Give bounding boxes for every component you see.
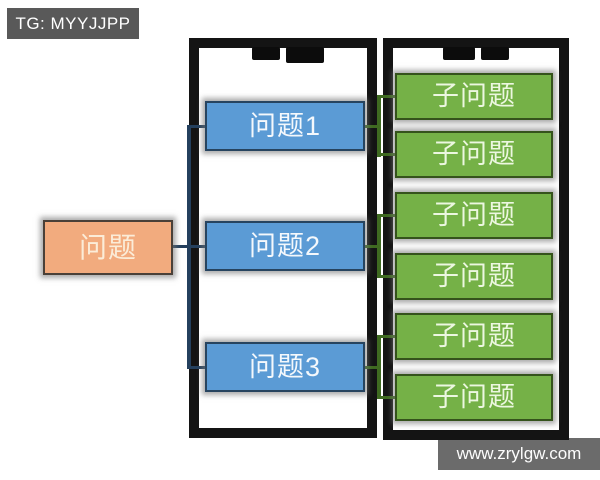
subproblem-label-5: 子问题: [432, 321, 516, 351]
redacted-title-blob: [286, 47, 324, 63]
tg-badge: TG: MYYJJPP: [7, 8, 139, 39]
connector-problem3-to-sub6: [379, 396, 397, 399]
subproblem-box-6: 子问题: [395, 374, 553, 421]
subproblem-box-2: 子问题: [395, 131, 553, 178]
connector-problem2-stub: [364, 245, 379, 248]
problem-box-3: 问题3: [205, 342, 365, 392]
subproblem-label-4: 子问题: [432, 261, 516, 291]
subproblem-box-3: 子问题: [395, 192, 553, 239]
problem-box-1: 问题1: [205, 101, 365, 151]
problem-box-2: 问题2: [205, 221, 365, 271]
connector-problem3-stub: [364, 366, 379, 369]
problem-label-1: 问题1: [248, 110, 322, 141]
connector-root-to-problem-2: [173, 245, 207, 248]
redacted-title-blob: [481, 47, 509, 60]
connector-problem2-to-sub4: [379, 275, 397, 278]
connector-problem2-vertical: [377, 214, 381, 278]
connector-problem1-to-sub2: [379, 153, 397, 156]
redacted-title-blob: [252, 47, 280, 60]
connector-problem3-to-sub5: [379, 335, 397, 338]
tg-badge-label: TG: MYYJJPP: [15, 13, 131, 33]
connector-problem1-vertical: [377, 95, 381, 157]
connector-problem1-to-sub1: [379, 95, 397, 98]
subproblem-box-5: 子问题: [395, 313, 553, 360]
subproblem-box-1: 子问题: [395, 73, 553, 120]
subproblem-box-4: 子问题: [395, 253, 553, 300]
subproblem-label-1: 子问题: [432, 81, 516, 111]
subproblem-label-2: 子问题: [432, 139, 516, 169]
watermark-badge: www.zrylgw.com: [438, 438, 600, 470]
root-problem-box: 问题: [43, 220, 173, 275]
connector-problem2-to-sub3: [379, 214, 397, 217]
redacted-title-blob: [443, 47, 475, 60]
subproblem-label-6: 子问题: [432, 382, 516, 412]
connector-problem1-stub: [364, 125, 379, 128]
connector-problem3-vertical: [377, 335, 381, 399]
watermark-label: www.zrylgw.com: [456, 444, 582, 463]
connector-root-to-problem-3: [189, 366, 207, 369]
connector-root-to-problem-1: [189, 125, 207, 128]
problem-label-2: 问题2: [248, 230, 322, 261]
problem-label-3: 问题3: [248, 351, 322, 382]
root-problem-label: 问题: [78, 231, 137, 263]
subproblem-label-3: 子问题: [432, 200, 516, 230]
